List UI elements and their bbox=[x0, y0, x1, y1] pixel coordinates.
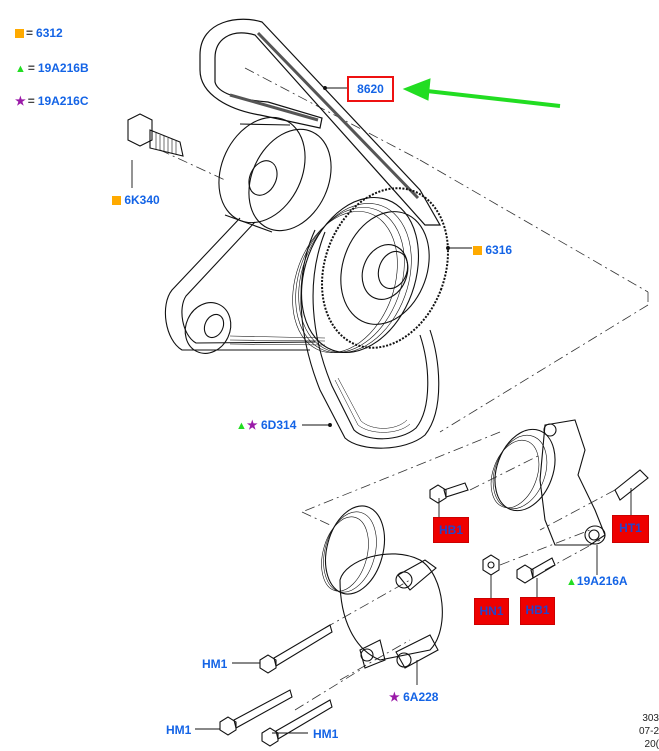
red-label-hb1-lower[interactable]: HB1 bbox=[520, 597, 555, 625]
legend-item-6312: =6312 bbox=[15, 26, 63, 40]
callout-hm1-bottom-left[interactable]: HM1 bbox=[166, 723, 192, 737]
belt-serpentine bbox=[164, 217, 326, 351]
legend-item-19a216b: ▲=19A216B bbox=[15, 61, 89, 75]
callout-6a228[interactable]: ★ 6A228 bbox=[389, 690, 439, 704]
tensioner-bracket-19a216a bbox=[490, 419, 649, 546]
red-label-hb1-upper[interactable]: HB1 bbox=[433, 517, 469, 543]
idler-pulley-lower bbox=[184, 302, 232, 354]
callout-hm1-bottom-right[interactable]: HM1 bbox=[313, 727, 339, 741]
legend-item-19a216c: ★=19A216C bbox=[15, 94, 89, 108]
long-bolts-hm1 bbox=[219, 624, 333, 747]
hardware-bolts bbox=[429, 482, 632, 598]
green-triangle-icon: ▲ bbox=[236, 420, 247, 432]
bolt-6k340 bbox=[127, 113, 184, 188]
red-label-hn1[interactable]: HN1 bbox=[474, 598, 509, 625]
orange-square-icon bbox=[473, 246, 482, 255]
leader-lines bbox=[195, 86, 472, 734]
green-triangle-icon: ▲ bbox=[566, 576, 577, 588]
callout-6k340[interactable]: 6K340 bbox=[112, 193, 160, 207]
reference-number: 303 07-2 20( bbox=[638, 713, 659, 750]
callout-6316[interactable]: 6316 bbox=[473, 243, 512, 257]
callout-hm1-top[interactable]: HM1 bbox=[202, 657, 228, 671]
belt-8620 bbox=[199, 18, 442, 226]
construction-lines bbox=[159, 67, 649, 711]
tensioner-6a228 bbox=[321, 505, 443, 685]
callout-19a216a[interactable]: ▲19A216A bbox=[566, 574, 628, 588]
green-triangle-icon: ▲ bbox=[15, 63, 26, 75]
purple-star-icon: ★ bbox=[389, 690, 400, 704]
purple-star-icon: ★ bbox=[246, 418, 258, 432]
callout-6d314[interactable]: ▲★ 6D314 bbox=[236, 418, 297, 432]
callout-8620[interactable]: 8620 bbox=[347, 76, 394, 102]
orange-square-icon bbox=[112, 196, 121, 205]
red-label-ht1[interactable]: HT1 bbox=[612, 515, 649, 543]
green-arrow bbox=[402, 78, 561, 108]
orange-square-icon bbox=[15, 29, 24, 38]
belt-6d314 bbox=[300, 229, 440, 449]
idler-pulley-upper bbox=[218, 116, 332, 233]
purple-star-icon: ★ bbox=[15, 94, 26, 108]
